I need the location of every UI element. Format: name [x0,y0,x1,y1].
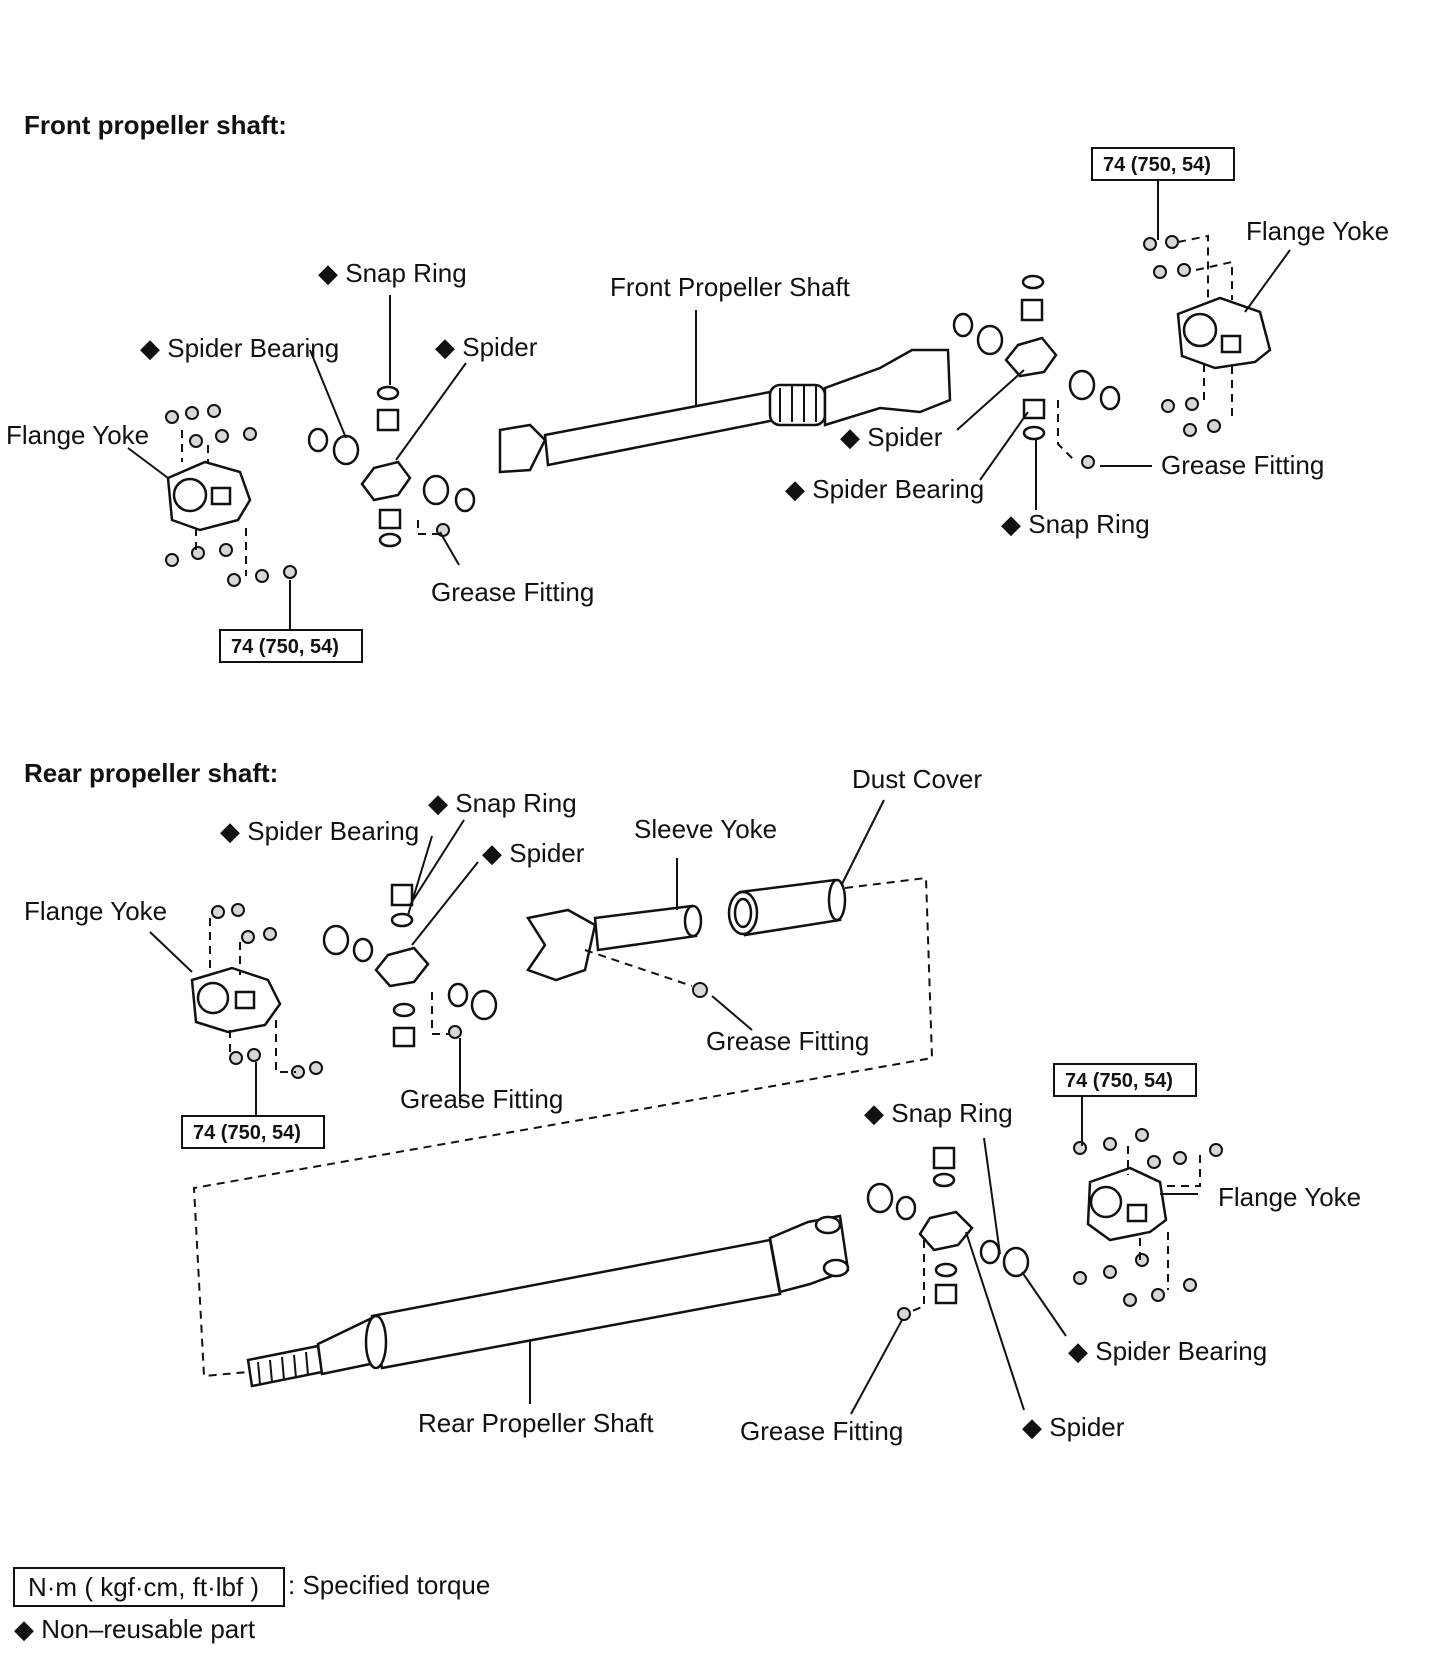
rear-grease-fitting-l-label: Grease Fitting [400,1084,563,1114]
rear-spider-r-diamond: ◆ [1022,1412,1042,1442]
rear-left-spider-assembly [322,883,498,1048]
rear-right-flange-yoke [1073,1128,1223,1307]
front-spider-bearing-r-diamond: ◆ [785,474,805,504]
front-flange-yoke-r-label: Flange Yoke [1246,216,1389,246]
sleeve-grease-fitting [692,982,708,998]
front-spider-l-label: Spider [462,332,537,362]
svg-text:◆ Spider Bearing: ◆ Spider Bearing [785,474,984,504]
rear-torque-r: 74 (750, 54) [1065,1070,1173,1092]
legend-nonreusable: Non–reusable part [41,1614,256,1644]
rear-snap-ring-l-diamond: ◆ [428,788,448,818]
front-snap-ring-l-label: Snap Ring [345,258,466,288]
rear-spider-r-label: Spider [1049,1412,1124,1442]
legend-torque-unit: N·m ( kgf·cm, ft·lbf ) [28,1572,259,1602]
rear-flange-yoke-l-label: Flange Yoke [24,896,167,926]
svg-text:◆ Spider: ◆ Spider [840,422,943,452]
sleeve-yoke-label: Sleeve Yoke [634,814,777,844]
legend-torque-desc: : Specified torque [288,1570,490,1600]
rear-torque-l: 74 (750, 54) [193,1122,301,1144]
front-left-spider-assembly [307,385,476,548]
front-spider-bearing-l-diamond: ◆ [140,333,160,363]
svg-text:◆ Snap Ring: ◆ Snap Ring [428,788,577,818]
dust-cover-label: Dust Cover [852,764,982,794]
rear-spider-bearing-r-diamond: ◆ [1068,1336,1088,1366]
legend-diamond: ◆ [14,1614,34,1644]
front-snap-ring-r-diamond: ◆ [1001,509,1021,539]
svg-text:◆ Non–reusable part: ◆ Non–reusable part [14,1614,256,1644]
rear-grease-fitting-m-label: Grease Fitting [706,1026,869,1056]
front-spider-r-label: Spider [867,422,942,452]
rear-right-spider-assembly [866,1146,1030,1321]
svg-text:◆ Spider: ◆ Spider [1022,1412,1125,1442]
front-grease-fitting-r-label: Grease Fitting [1161,450,1324,480]
rear-spider-l-label: Spider [509,838,584,868]
front-snap-ring-l-diamond: ◆ [318,258,338,288]
front-torque-l: 74 (750, 54) [231,636,339,658]
svg-text:◆ Spider: ◆ Spider [482,838,585,868]
svg-text:◆ Snap Ring: ◆ Snap Ring [318,258,467,288]
rear-snap-ring-r-label: Snap Ring [891,1098,1012,1128]
svg-text:◆ Spider: ◆ Spider [435,332,538,362]
front-snap-ring-r-label: Snap Ring [1028,509,1149,539]
rear-spider-l-diamond: ◆ [482,838,502,868]
rear-shaft-label: Rear Propeller Shaft [418,1408,654,1438]
front-spider-r-diamond: ◆ [840,422,860,452]
rear-spider-bearing-r-label: Spider Bearing [1095,1336,1267,1366]
legend-torque-box [13,1567,285,1607]
rear-propeller-shaft [246,1214,850,1388]
dust-cover [727,878,847,937]
svg-text:◆ Snap Ring: ◆ Snap Ring [1001,509,1150,539]
front-grease-fitting-l-label: Grease Fitting [431,577,594,607]
front-spider-bearing-l-label: Spider Bearing [167,333,339,363]
rear-spider-bearing-l-label: Spider Bearing [247,816,419,846]
svg-text:◆ Spider Bearing: ◆ Spider Bearing [220,816,419,846]
rear-heading: Rear propeller shaft: [24,758,278,788]
rear-spider-bearing-l-diamond: ◆ [220,816,240,846]
rear-snap-ring-r-diamond: ◆ [864,1098,884,1128]
svg-text:◆ Spider Bearing: ◆ Spider Bearing [1068,1336,1267,1366]
front-flange-yoke-l-label: Flange Yoke [6,420,149,450]
rear-snap-ring-l-label: Snap Ring [455,788,576,818]
rear-grease-fitting-r-label: Grease Fitting [740,1416,903,1446]
sleeve-yoke [525,904,703,982]
front-spider-l-diamond: ◆ [435,332,455,362]
svg-text:◆ Spider Bearing: ◆ Spider Bearing [140,333,339,363]
svg-text:◆ Snap Ring: ◆ Snap Ring [864,1098,1013,1128]
rear-flange-yoke-r-label: Flange Yoke [1218,1182,1361,1212]
front-left-flange-yoke [165,404,297,587]
front-heading: Front propeller shaft: [24,110,287,140]
front-propeller-shaft [498,348,952,474]
front-torque-r: 74 (750, 54) [1103,154,1211,176]
front-right-flange-yoke [1143,234,1272,437]
front-spider-bearing-r-label: Spider Bearing [812,474,984,504]
front-shaft-label: Front Propeller Shaft [610,272,851,302]
front-right-spider-assembly [952,274,1121,469]
rear-left-flange-yoke [190,903,323,1079]
